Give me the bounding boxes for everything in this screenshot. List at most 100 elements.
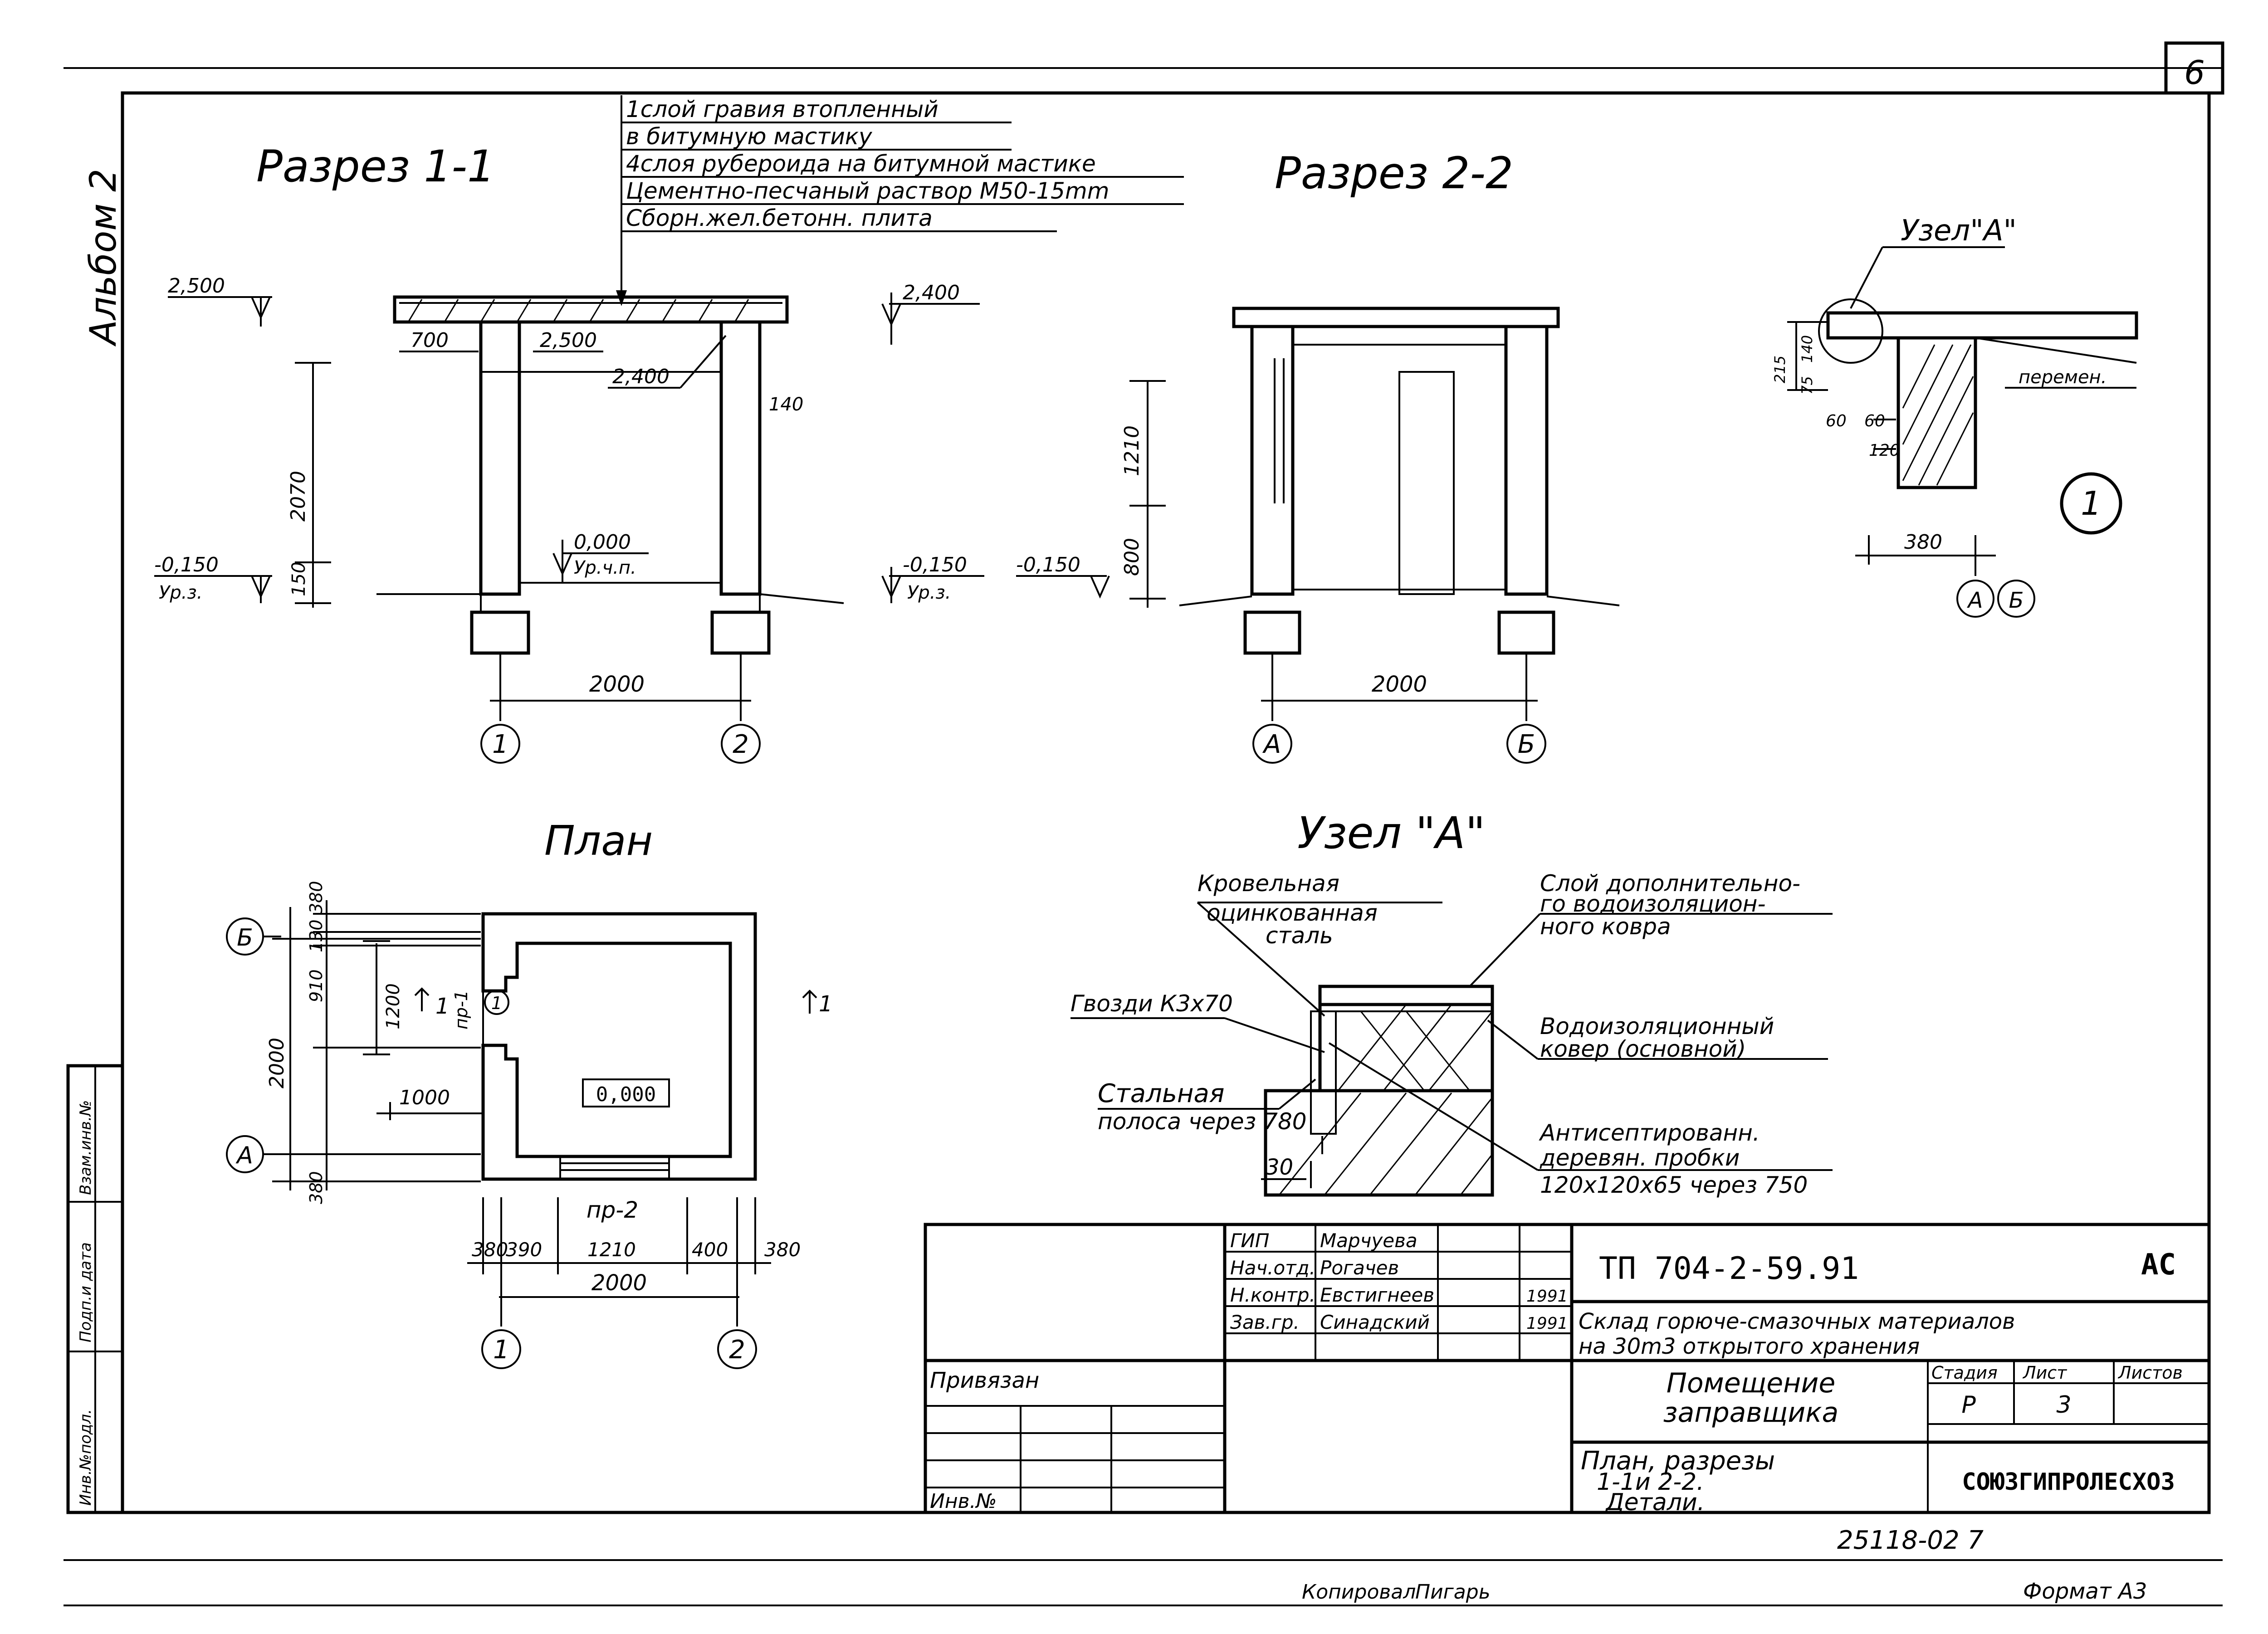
tb-project-name-1: Склад горюче-смазочных материалов: [1579, 1309, 2015, 1334]
plan-dim-380-top: 380: [306, 881, 326, 914]
ns-circle-label: 1: [2081, 484, 2102, 522]
section-1-drawing: [154, 293, 984, 764]
tb-role-4: Зав.гр.: [1230, 1311, 1300, 1333]
ns-axis-b: Б: [2009, 588, 2024, 613]
tb-role-1: ГИП: [1230, 1229, 1269, 1252]
plan-dim-2000-v: 2000: [265, 1038, 288, 1088]
roof-layer-2: в битумную мастику: [626, 123, 873, 150]
s1-label-left: Ур.з.: [159, 582, 202, 603]
stamp-inv-podl: Инв.№подл.: [77, 1409, 95, 1506]
s1-dim-140: 140: [769, 394, 803, 415]
s1-span: 2000: [589, 672, 645, 697]
s2-axis-a: А: [1262, 730, 1281, 759]
plan-dim-b5: 380: [764, 1239, 801, 1261]
nb-main-carpet-1: Водоизоляционный: [1540, 1013, 1774, 1039]
ns-dim-120: 120: [1869, 441, 1900, 460]
tb-sheet-value: 3: [2056, 1391, 2071, 1419]
nb-roof-steel-2: оцинкованная: [1207, 900, 1378, 926]
roof-layer-3: 4слоя рубероида на битумной мастике: [626, 151, 1096, 177]
nb-plugs-2: деревян. пробки: [1540, 1145, 1740, 1171]
plan-dim-1200: 1200: [383, 983, 404, 1029]
tb-bound-label: Привязан: [930, 1368, 1039, 1393]
s2-dim-800: 800: [1120, 538, 1144, 576]
tb-year-4: 1991: [1526, 1314, 1568, 1333]
tb-name-2: Рогачев: [1320, 1257, 1399, 1279]
section-1-title: Разрез 1-1: [256, 141, 495, 192]
nb-extra-layer-1: Слой дополнительно-: [1540, 870, 1800, 897]
tb-role-2: Нач.отд.: [1230, 1257, 1315, 1279]
format-label: Формат А3: [2023, 1579, 2147, 1604]
s2-axis-b: Б: [1518, 730, 1535, 759]
tb-name-3: Евстигнеев: [1320, 1284, 1434, 1306]
sheet-number: 6: [2184, 54, 2205, 92]
tb-content-2: 1-1и 2-2.: [1597, 1468, 1704, 1496]
node-small-drawing: [1787, 246, 2138, 618]
plan-dim-380-bottom: 380: [306, 1171, 326, 1204]
tb-building-1: Помещение: [1667, 1367, 1836, 1399]
ns-dim-75: 75: [1799, 376, 1816, 395]
nb-roof-steel-1: Кровельная: [1198, 870, 1339, 897]
nb-extra-layer-3: ного ковра: [1540, 913, 1671, 940]
plan-axis-1: 1: [493, 1335, 509, 1365]
plan-dim-2000-h: 2000: [591, 1270, 647, 1296]
tb-mark: АС: [2141, 1248, 2176, 1282]
plan-door-2: пр-2: [587, 1197, 638, 1223]
s1-elev-top-right: 2,400: [903, 281, 960, 304]
node-big-drawing: [1070, 902, 1833, 1197]
roof-layer-1: 1слой гравия втопленный: [626, 96, 938, 122]
ns-axis-a: А: [1967, 588, 1983, 613]
plan-dim-b1: 380: [472, 1239, 508, 1261]
tb-role-3: Н.контр.: [1230, 1284, 1315, 1306]
stamp-sign-date: Подп.и дата: [77, 1242, 95, 1342]
tb-content-3: Детали.: [1605, 1489, 1705, 1516]
nb-dim-30: 30: [1266, 1155, 1293, 1180]
side-stamp: [66, 1064, 124, 1514]
s1-elev-minus-left: -0,150: [154, 553, 219, 576]
plan-marker-1: 1: [435, 994, 450, 1019]
plan-dim-b2: 390: [506, 1239, 542, 1261]
roof-layers-leader: [616, 95, 1184, 306]
tb-name-4: Синадский: [1320, 1311, 1430, 1333]
doc-number: 25118-02 7: [1837, 1526, 1984, 1555]
section-2-drawing: [1016, 307, 1620, 764]
stamp-replace-inv: Взам.инв.№: [77, 1100, 95, 1195]
plan-cut-label: 1: [819, 991, 833, 1017]
s1-elev-2500: 2,500: [540, 329, 597, 352]
tb-year-3: 1991: [1526, 1287, 1568, 1306]
tb-col-sheets: Листов: [2117, 1363, 2183, 1383]
s2-dim-1210: 1210: [1120, 425, 1144, 476]
roof-layer-5: Сборн.жел.бетонн. плита: [626, 205, 933, 231]
section-2-title: Разрез 2-2: [1275, 148, 1513, 199]
plan-door-1: пр-1: [451, 990, 471, 1029]
plan-dim-910: 910: [306, 969, 326, 1002]
ns-label-lintel: перемен.: [2019, 367, 2107, 388]
roof-layer-4: Цементно-песчаный раствор М50-15mm: [626, 178, 1109, 204]
plan-dim-130: 130: [306, 919, 326, 952]
tb-project-name-2: на 30m3 открытого хранения: [1579, 1334, 1920, 1359]
nb-strip-2: полоса через 780: [1098, 1108, 1307, 1135]
title-block: [924, 1223, 2211, 1514]
s1-dim-700: 700: [411, 329, 449, 352]
plan-axis-b: Б: [237, 924, 253, 951]
nb-roof-steel-3: сталь: [1266, 922, 1333, 949]
s1-dim-150: 150: [288, 562, 309, 596]
ns-dim-60a: 60: [1826, 412, 1847, 430]
nb-main-carpet-2: ковер (основной): [1540, 1036, 1746, 1062]
plan-axis-a: А: [235, 1142, 253, 1169]
s2-span: 2000: [1372, 672, 1427, 697]
node-small-title: Узел"А": [1901, 214, 2017, 248]
plan-dim-b3: 1210: [587, 1239, 636, 1261]
tb-content-1: План, разрезы: [1581, 1446, 1775, 1476]
tb-org: СОЮЗГИПРОЛЕСХОЗ: [1962, 1468, 2175, 1496]
s1-label-right: Ур.з.: [907, 582, 951, 603]
tb-col-stage: Стадия: [1931, 1363, 1998, 1383]
nb-extra-layer-2: го водоизоляцион-: [1540, 891, 1766, 917]
nb-plugs-1: Антисептированн.: [1539, 1120, 1760, 1146]
plan-drawing: [226, 900, 817, 1369]
tb-building-2: заправщика: [1663, 1397, 1839, 1429]
tb-col-sheet: Лист: [2022, 1363, 2068, 1383]
album-label: Альбом 2: [82, 169, 124, 347]
nb-plugs-3: 120х120х65 через 750: [1540, 1172, 1808, 1198]
tb-name-1: Марчуева: [1320, 1229, 1418, 1252]
sheet-frame: [64, 41, 2224, 1606]
